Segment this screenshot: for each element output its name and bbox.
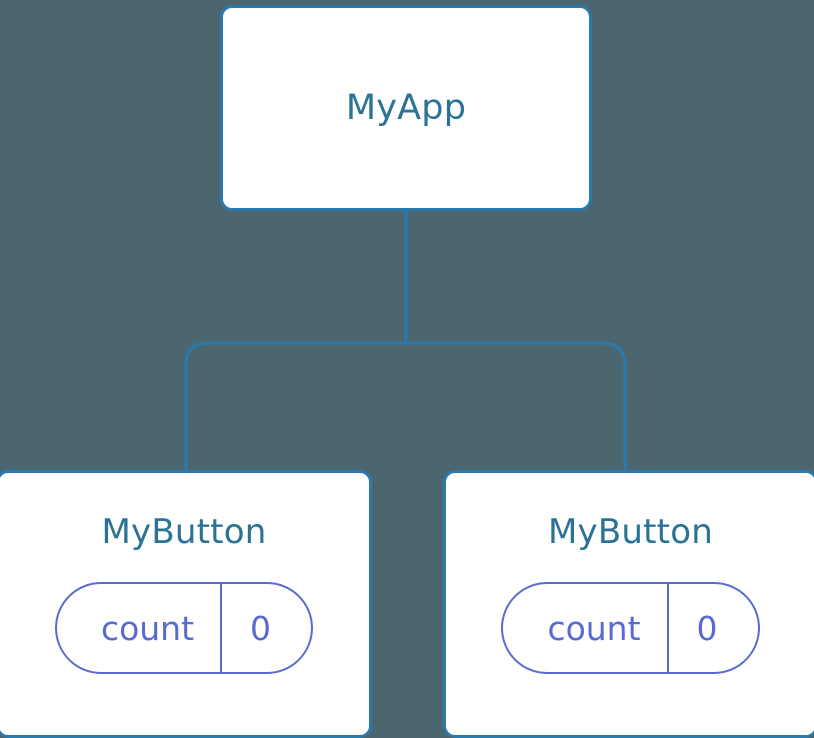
state-pill-count-1[interactable]: count 0 [54, 582, 314, 674]
node-mybutton-1-label: MyButton [101, 512, 267, 552]
state-pill-key: count [547, 608, 641, 648]
state-pill-count-2[interactable]: count 0 [501, 582, 760, 674]
node-mybutton-2-label: MyButton [548, 512, 713, 552]
state-pill-value: 0 [696, 608, 718, 648]
node-mybutton-1[interactable]: MyButton count 0 [0, 470, 372, 738]
edge-to-child-right [406, 341, 627, 472]
edge-to-child-left [184, 341, 406, 472]
state-pill-key: count [100, 608, 195, 648]
state-pill-value: 0 [250, 608, 272, 648]
node-mybutton-2[interactable]: MyButton count 0 [443, 470, 814, 738]
state-pill-divider [220, 584, 223, 672]
node-myapp[interactable]: MyApp [220, 5, 592, 211]
node-myapp-label: MyApp [345, 87, 467, 128]
state-pill-divider [666, 584, 669, 672]
